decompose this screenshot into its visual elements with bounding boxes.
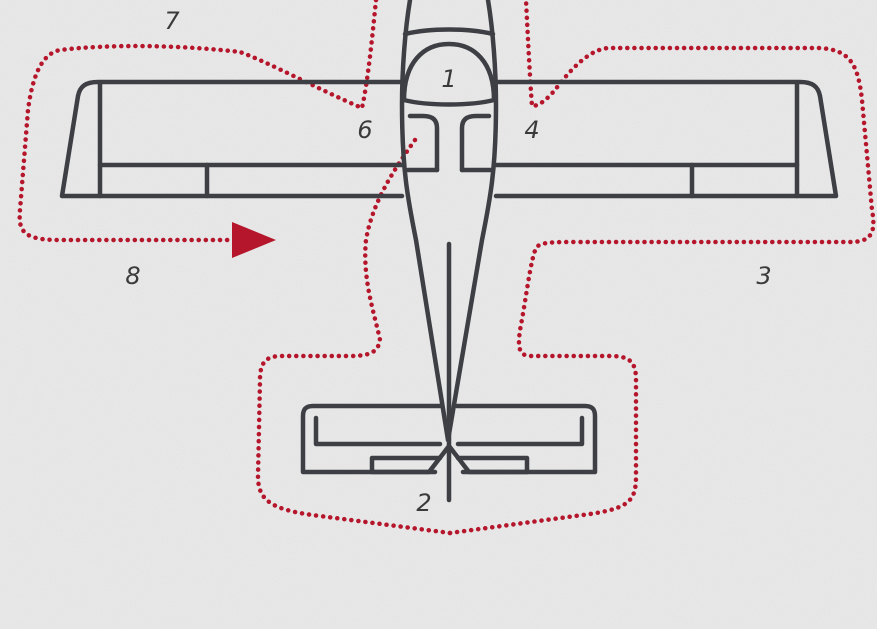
elevator-right xyxy=(455,415,585,447)
canopy xyxy=(401,41,497,107)
right-seat xyxy=(459,113,492,173)
elevator-left xyxy=(313,415,443,447)
left-seat xyxy=(407,113,440,173)
airplane-outline xyxy=(59,0,839,503)
canopy-front xyxy=(402,27,496,37)
point-label-8: 8 xyxy=(125,262,141,290)
direction-arrow-icon xyxy=(232,222,276,258)
walkaround-path-right-side xyxy=(447,0,876,536)
point-label-3: 3 xyxy=(756,262,772,290)
left-wing xyxy=(59,79,405,199)
right-wing xyxy=(493,79,839,199)
point-label-7: 7 xyxy=(164,7,180,35)
point-label-2: 2 xyxy=(416,489,432,517)
elevator-trim-tab xyxy=(369,455,530,475)
walkaround-path-left-fuselage xyxy=(255,137,453,536)
point-label-1: 1 xyxy=(441,65,457,93)
point-label-4: 4 xyxy=(524,116,540,144)
walkaround-path xyxy=(17,0,876,536)
horizontal-stabilizer xyxy=(300,403,598,475)
walkaround-path-left-wing xyxy=(17,0,379,243)
point-label-6: 6 xyxy=(357,116,373,144)
